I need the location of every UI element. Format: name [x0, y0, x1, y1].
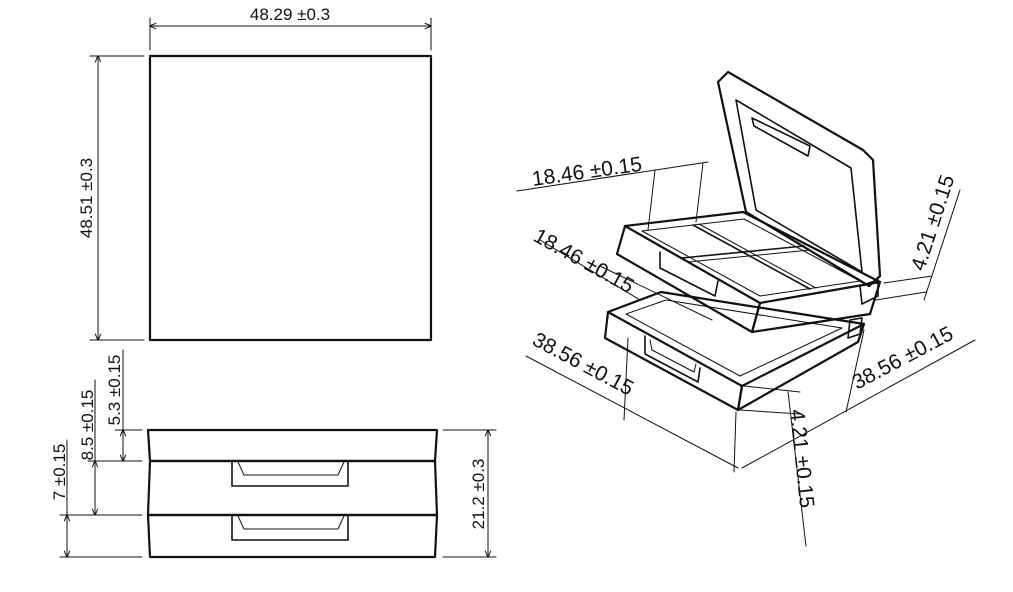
lid-thickness-ext-2 [875, 291, 927, 301]
base-thickness-label: 4.21 ±0.15 [785, 408, 818, 509]
iso-lid-edge [717, 81, 747, 213]
iso-lid-clasp [751, 117, 811, 157]
pan-a-ext-2 [695, 162, 704, 223]
case-right-leader [741, 339, 976, 469]
iso-base-top [606, 290, 866, 388]
iso-upper-tray-inner [641, 218, 861, 297]
pan-a-ext-1 [647, 169, 656, 231]
front-notch-lower [231, 515, 349, 541]
front-notch-upper-inner [237, 461, 345, 476]
top-view-outline [148, 54, 433, 342]
front-notch-lower-inner [237, 515, 345, 530]
iso-base-right [736, 322, 866, 412]
iso-pan-divider-b2 [687, 249, 811, 263]
tier-7-label: 7 ±0.15 [50, 444, 69, 501]
iso-base-inner [625, 299, 843, 377]
iso-pan-divider-a2 [698, 223, 817, 289]
iso-base-notch [644, 335, 701, 383]
case-right-ext-1 [845, 329, 865, 413]
case-left-label: 38.56 ±0.15 [529, 328, 638, 400]
front-notch-upper [231, 461, 349, 487]
isometric-view: 18.46 ±0.15 18.46 ±0.15 4.21 ±0.15 38.56… [516, 70, 976, 547]
case-left-ext-2 [733, 411, 737, 473]
pan-a-label: 18.46 ±0.15 [530, 153, 643, 191]
iso-upper-tray-hinge [859, 279, 879, 305]
front-middle-tier [146, 459, 439, 517]
front-bottom-tier [146, 513, 439, 559]
lid-thickness-label: 4.21 ±0.15 [907, 172, 960, 273]
iso-upper-tray-front [615, 224, 762, 334]
lid-thickness-leader [923, 189, 961, 301]
top-width-label: 48.29 ±0.3 [250, 5, 330, 24]
front-lid-tier [146, 428, 439, 463]
pan-b-ext [599, 265, 713, 321]
case-left-leader [525, 355, 739, 469]
pan-a-leader [516, 161, 709, 192]
iso-pan-divider-b [681, 245, 805, 259]
iso-pan-divider-a [692, 224, 811, 290]
iso-upper-tray-notch [659, 251, 719, 297]
front-view: 5.3 ±0.15 8.5 ±0.15 7 ±0.15 21.2 ±0.3 [50, 349, 497, 559]
tier-8-5-label: 8.5 ±0.15 [78, 390, 97, 461]
base-thickness-leader [787, 391, 807, 547]
tier-5-3-label: 5.3 ±0.15 [105, 355, 124, 426]
case-left-ext-1 [623, 337, 629, 421]
total-height-label: 21.2 ±0.3 [469, 459, 488, 530]
pan-b-leader [539, 239, 641, 301]
iso-base-hinge [847, 317, 863, 339]
iso-base-notch-inner [649, 339, 697, 373]
lid-thickness-ext-1 [883, 275, 933, 284]
top-view: 48.29 ±0.3 48.51 ±0.3 [77, 5, 433, 342]
top-height-label: 48.51 ±0.3 [77, 158, 96, 238]
base-thickness-ext-1 [743, 385, 801, 393]
